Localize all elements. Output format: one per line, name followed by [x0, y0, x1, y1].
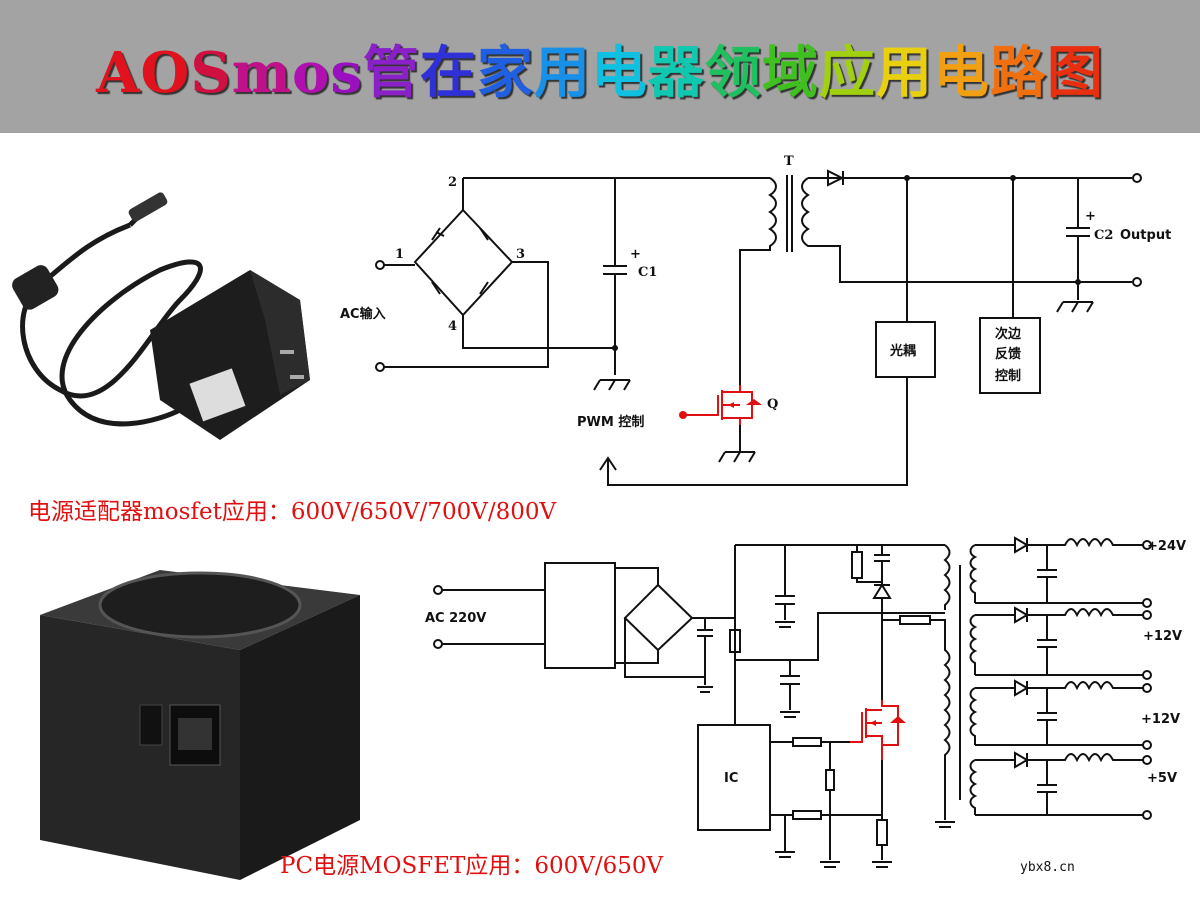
pc-psu-caption: PC电源MOSFET应用：600V/650V — [280, 853, 664, 879]
secondary-winding-3 — [969, 679, 1143, 746]
output-terminal — [1142, 683, 1152, 693]
ac-input-label: AC输入 — [340, 306, 386, 322]
title-char: 图 — [1046, 40, 1104, 106]
output-12v-label-2: +12V — [1141, 712, 1180, 727]
title-char: O — [140, 40, 191, 106]
q-label: Q — [767, 397, 778, 412]
node-4-label: 4 — [448, 319, 457, 334]
optocoupler-box — [875, 321, 936, 378]
output-terminal — [1142, 540, 1152, 550]
title-char: 应 — [818, 40, 876, 106]
output-label: Output — [1120, 228, 1171, 243]
flyback-schematic: T 1 2 3 4 AC输入 + C1 + C2 Output Q PWM 控制… — [340, 154, 1171, 486]
node-1-label: 1 — [395, 247, 404, 262]
pc-power-supply-photo — [40, 570, 360, 880]
title-banner — [0, 0, 1200, 133]
pwm-control-label: PWM 控制 — [577, 414, 644, 430]
output-terminal — [1142, 810, 1152, 820]
feedback-label-2: 反馈 — [995, 346, 1021, 362]
title-char: 用 — [875, 40, 933, 106]
c1-plus: + — [630, 247, 641, 262]
title-char: 管 — [362, 40, 420, 106]
node-2-label: 2 — [448, 175, 457, 190]
adapter-caption: 电源适配器mosfet应用：600V/650V/700V/800V — [28, 499, 557, 525]
output-terminal — [1142, 610, 1152, 620]
ac-220v-label: AC 220V — [425, 611, 486, 626]
c2-plus: + — [1085, 209, 1096, 224]
title-char: 家 — [476, 40, 534, 106]
feedback-control-box — [979, 317, 1041, 394]
output-terminal — [1142, 670, 1152, 680]
title-char: 用 — [533, 40, 591, 106]
output-12v-label-1: +12V — [1143, 629, 1182, 644]
title-char: A — [96, 40, 141, 106]
title-char: o — [292, 40, 331, 106]
title-char: 领 — [704, 40, 762, 106]
output-terminal — [1142, 740, 1152, 750]
output-5v-label: +5V — [1147, 771, 1177, 786]
title-char: 域 — [761, 40, 819, 106]
c2-label: C2 — [1094, 228, 1113, 243]
emi-filter-box — [544, 562, 616, 669]
secondary-winding-1 — [969, 536, 1143, 604]
title-char: 器 — [647, 40, 705, 106]
title-char: 路 — [989, 40, 1047, 106]
output-terminal — [1142, 755, 1152, 765]
c1-label: C1 — [638, 265, 657, 280]
optocoupler-label: 光耦 — [889, 343, 916, 359]
node-3-label: 3 — [516, 247, 525, 262]
page-title: AOSmos管在家用电器领域应用电路图 — [0, 28, 1200, 109]
pc-psu-schematic: AC 220V IC +24V +12V +12V +5V — [425, 536, 1186, 868]
feedback-label-1: 次边 — [995, 326, 1022, 342]
transformer-label: T — [784, 154, 794, 169]
title-char: 电 — [590, 40, 648, 106]
output-24v-label: +24V — [1147, 539, 1186, 554]
output-terminal — [1142, 598, 1152, 608]
title-char: 在 — [419, 40, 477, 106]
ic-label: IC — [724, 771, 738, 786]
watermark: ybx8.cn — [1020, 860, 1075, 875]
secondary-winding-4 — [969, 751, 1143, 816]
feedback-label-3: 控制 — [995, 368, 1021, 384]
ic-box — [697, 724, 771, 831]
title-char: 电 — [932, 40, 990, 106]
secondary-winding-2 — [969, 606, 1143, 676]
title-char: s — [330, 40, 363, 106]
title-char: S — [190, 40, 232, 106]
power-adapter-photo — [12, 192, 310, 440]
title-char: m — [231, 40, 293, 106]
